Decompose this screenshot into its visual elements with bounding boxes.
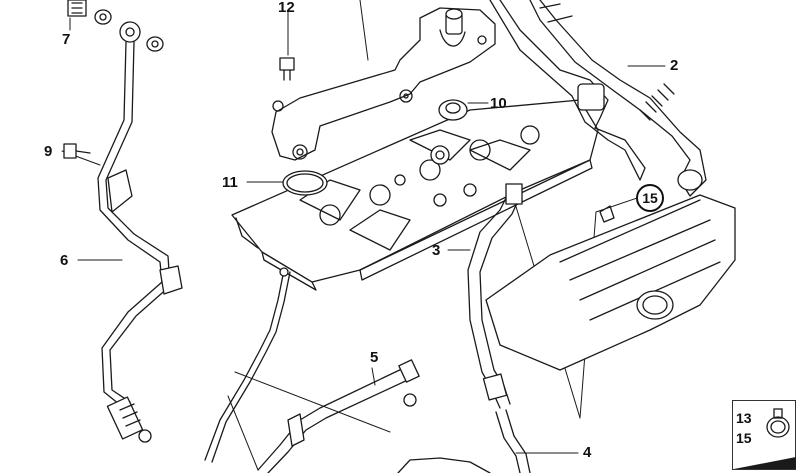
intake-manifold xyxy=(485,194,736,371)
callout-11: 11 xyxy=(222,174,238,191)
o-ring-11 xyxy=(282,170,328,196)
callout-9: 9 xyxy=(44,143,53,160)
bolt-9 xyxy=(63,143,91,159)
oil-pipe-6 xyxy=(97,21,183,443)
legend-number-15: 15 xyxy=(736,430,752,446)
hose-2 xyxy=(489,0,707,197)
hose-clamp-icon xyxy=(766,408,790,438)
pipe-5 xyxy=(257,359,420,473)
breather-housing xyxy=(271,7,496,161)
callout-15: 15 xyxy=(636,184,664,212)
hose-4 xyxy=(397,409,531,473)
legend-box: 13 15 xyxy=(732,400,796,470)
callout-2: 2 xyxy=(670,57,679,74)
dipstick-guide xyxy=(204,267,291,463)
callout-7: 7 xyxy=(62,31,71,48)
bolt-7 xyxy=(67,0,164,52)
callout-6: 6 xyxy=(60,252,69,269)
callout-3: 3 xyxy=(432,242,441,259)
bolt-12 xyxy=(279,57,295,81)
seal-10 xyxy=(438,99,468,121)
callout-5: 5 xyxy=(370,349,379,366)
callout-12: 12 xyxy=(278,0,295,16)
legend-number-13: 13 xyxy=(736,410,752,426)
callout-4: 4 xyxy=(583,444,592,461)
slanted-bar-icon xyxy=(734,457,796,469)
valve-cover xyxy=(231,99,599,291)
hose-3 xyxy=(467,183,523,409)
callout-10: 10 xyxy=(490,95,507,112)
